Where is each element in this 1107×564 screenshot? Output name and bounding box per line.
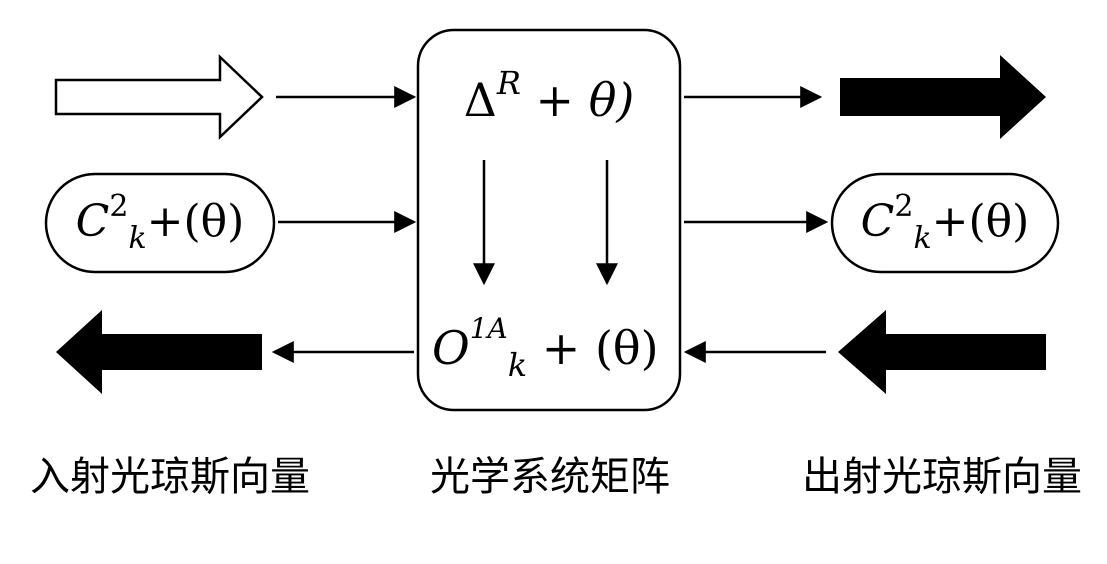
left-pill (44, 172, 276, 274)
bottom-rest: + (θ) (527, 321, 658, 375)
left-pill-base: C (76, 196, 110, 247)
filled-reflected-arrow-right-icon (838, 310, 1046, 394)
filled-output-arrow-icon (840, 55, 1046, 139)
system-matrix-box (416, 28, 682, 412)
hollow-input-arrow-icon (54, 54, 264, 140)
right-pill-sub: k (913, 221, 931, 256)
label-system: 光学系统矩阵 (430, 454, 670, 500)
left-pill-sub: k (128, 221, 146, 256)
left-pill-sup: 2 (109, 189, 128, 224)
label-incoming: 入射光琼斯向量 (30, 454, 310, 500)
top-sup: R (496, 64, 521, 102)
bottom-sup: 1A (470, 312, 508, 345)
filled-reflected-arrow-left-icon (56, 310, 262, 394)
left-pill-rest: +(θ) (147, 196, 245, 247)
right-pill (830, 172, 1060, 274)
right-pill-sup: 2 (894, 189, 913, 224)
right-pill-rest: +(θ) (932, 196, 1030, 247)
bottom-sub: k (508, 346, 527, 384)
matrix-bottom-formula: O1Ak + (θ) (432, 312, 659, 384)
bottom-base: O (432, 321, 470, 375)
left-pill-formula: C2k+(θ) (76, 189, 245, 256)
right-pill-formula: C2k+(θ) (861, 189, 1030, 256)
top-base: Δ (464, 73, 497, 127)
matrix-top-formula: ΔR + θ) (464, 64, 635, 127)
top-rest: + θ) (521, 73, 634, 127)
label-outgoing: 出射光琼斯向量 (802, 454, 1082, 500)
right-pill-base: C (861, 196, 895, 247)
